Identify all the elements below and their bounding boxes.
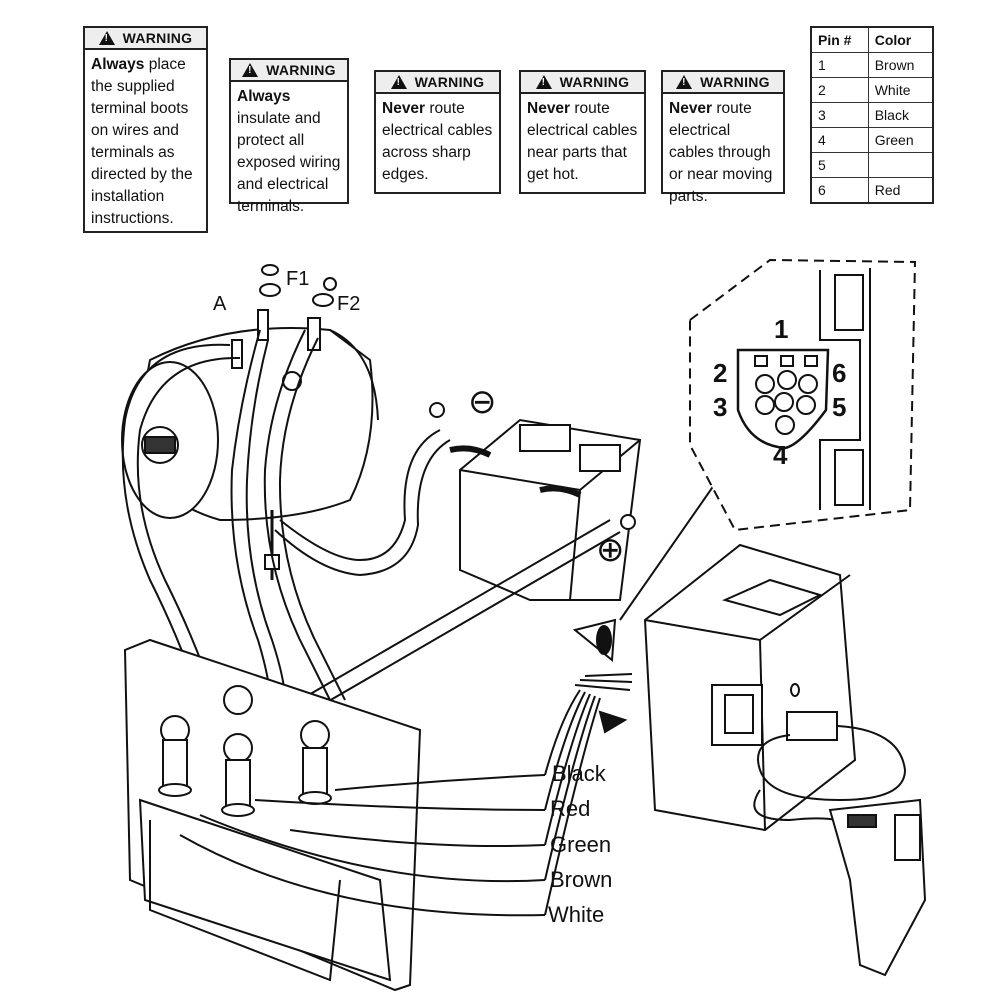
- connector-pin-1: 1: [774, 314, 789, 344]
- table-header: Pin #: [810, 26, 869, 53]
- battery-positive-icon: ⊕: [596, 531, 625, 569]
- warning-text: route electrical cables near parts that …: [527, 100, 638, 183]
- warning-heading: WARNING: [559, 74, 630, 90]
- warning-text: route electrical cables across sharp edg…: [382, 100, 493, 183]
- warning-box-hot-parts: WARNING Never route electrical cables ne…: [519, 70, 646, 194]
- motor-cables: [121, 329, 346, 701]
- connector-inset: [689, 258, 917, 532]
- remote-control: [753, 711, 927, 977]
- terminal-label-a: A: [213, 293, 227, 315]
- terminal-label-f2: F2: [337, 293, 361, 315]
- control-wires: [179, 673, 633, 917]
- warning-text: insulate and protect all exposed wiring …: [237, 110, 341, 215]
- table-cell: Brown: [867, 52, 934, 78]
- table-cell: [867, 152, 934, 178]
- terminal-label-f1: F1: [286, 268, 310, 290]
- battery: [429, 402, 642, 601]
- wire-label-brown: Brown: [550, 867, 613, 892]
- control-pack: [643, 543, 857, 832]
- warning-box-moving-parts: WARNING Never route electrical cables th…: [661, 70, 785, 205]
- connector-pin-2: 2: [713, 358, 728, 388]
- table-row: 5: [810, 152, 934, 178]
- winch-motor: [121, 327, 379, 522]
- wire-label-red: Red: [550, 796, 591, 821]
- warning-text: route electrical cables through or near …: [669, 100, 773, 205]
- connector-pin-4: 4: [773, 440, 788, 470]
- warning-triangle-icon: [535, 75, 552, 89]
- warning-box-insulate: WARNING Always insulate and protect all …: [229, 58, 349, 215]
- warning-keyword: Always: [237, 88, 291, 105]
- warning-heading: WARNING: [414, 74, 485, 90]
- connector-pin-3: 3: [713, 392, 728, 422]
- warning-triangle-icon: [98, 31, 115, 45]
- connector-pin-6: 6: [832, 358, 847, 388]
- warning-box-sharp-edges: WARNING Never route electrical cables ac…: [374, 70, 501, 194]
- warning-triangle-icon: [242, 63, 259, 77]
- warning-keyword: Never: [382, 100, 426, 117]
- table-header: Color: [867, 26, 934, 53]
- warning-box-terminal-boots: WARNING Always place the supplied termin…: [83, 26, 208, 233]
- connector-pin-5: 5: [832, 392, 847, 422]
- eye-icon: [572, 618, 617, 662]
- warning-triangle-icon: [676, 75, 693, 89]
- wire-label-white: White: [548, 902, 605, 927]
- table-header-row: Pin # Color: [810, 26, 934, 53]
- table-cell: White: [867, 77, 934, 103]
- table-cell: 5: [810, 152, 869, 178]
- wire-label-black: Black: [552, 761, 606, 786]
- battery-negative-icon: ⊖: [468, 383, 497, 421]
- control-box: [123, 638, 422, 992]
- warning-heading: WARNING: [700, 74, 770, 90]
- warning-triangle-icon: [390, 75, 407, 89]
- wire-label-green: Green: [550, 832, 612, 857]
- warning-keyword: Never: [527, 100, 571, 117]
- warning-keyword: Never: [669, 100, 713, 117]
- motor-terminals: [231, 264, 337, 369]
- table-cell: 6: [810, 177, 869, 204]
- insert-arrow-icon: [598, 710, 628, 734]
- warning-keyword: Always: [91, 56, 145, 73]
- motor-badge: [144, 436, 176, 454]
- warning-text: place the supplied terminal boots on wir…: [91, 56, 193, 227]
- warning-heading: WARNING: [122, 30, 193, 46]
- warning-heading: WARNING: [266, 62, 336, 78]
- table-cell: Red: [867, 177, 934, 204]
